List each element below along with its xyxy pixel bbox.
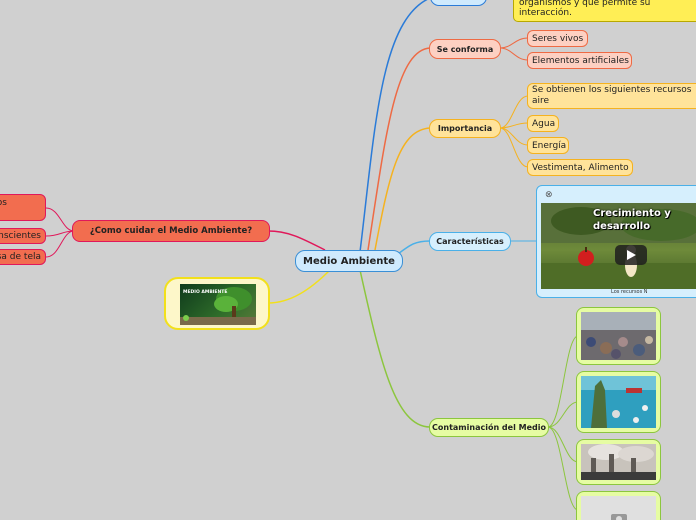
video-close-icon[interactable]: ⊗ — [545, 190, 553, 200]
leaf-agua-label: Agua — [532, 118, 556, 129]
topic-contaminacion-label: Contaminación del Medio — [432, 423, 546, 432]
leaf-care-2[interactable]: onscientes — [0, 228, 46, 244]
topic-caracteristicas-label: Características — [436, 237, 504, 246]
leaf-agua[interactable]: Agua — [527, 115, 559, 132]
leaf-seres-vivos[interactable]: Seres vivos — [527, 30, 588, 47]
leaf-care-3-label: sa de tela — [0, 252, 41, 262]
leaf-elementos-artificiales[interactable]: Elementos artificiales — [527, 52, 632, 69]
definition-line-1: organismos y que permite su — [519, 0, 651, 8]
leaf-recursos-aire-line-1: Se obtienen los siguientes recursos — [532, 85, 692, 95]
topic-como-cuidar-label: ¿Como cuidar el Medio Ambiente? — [89, 226, 253, 236]
factory-picture — [581, 444, 656, 480]
leaf-recursos-aire-line-2: aire — [532, 96, 550, 106]
image-garbage-landfill[interactable] — [576, 307, 661, 365]
leaf-care-1-label: os — [0, 198, 7, 208]
video-thumbnail[interactable]: Crecimiento y desarrollo — [541, 203, 696, 289]
leaf-vestimenta-alimento-label: Vestimenta, Alimento — [532, 162, 629, 173]
image-medio-ambiente[interactable]: MEDIO AMBIENTE — [164, 277, 270, 330]
video-title-line-1: Crecimiento y — [593, 208, 671, 219]
leaf-care-3[interactable]: sa de tela — [0, 249, 46, 265]
leaf-elementos-artificiales-label: Elementos artificiales — [532, 55, 629, 66]
camera-icon — [611, 514, 627, 520]
leaf-seres-vivos-label: Seres vivos — [532, 33, 584, 44]
topic-importancia[interactable]: Importancia — [429, 119, 501, 138]
topic-importancia-label: Importancia — [437, 124, 493, 133]
tree-picture — [180, 287, 256, 325]
central-topic[interactable]: Medio Ambiente — [295, 250, 403, 272]
topic-como-cuidar[interactable]: ¿Como cuidar el Medio Ambiente? — [72, 220, 270, 242]
landfill-picture — [581, 312, 656, 360]
leaf-vestimenta-alimento[interactable]: Vestimenta, Alimento — [527, 159, 633, 176]
video-embed[interactable]: ⊗ Crecimiento y desarrollo Los recursos … — [536, 185, 696, 298]
topic-se-conforma-label: Se conforma — [436, 44, 494, 54]
topic-contaminacion[interactable]: Contaminación del Medio — [429, 418, 549, 437]
play-button-icon[interactable] — [615, 245, 647, 265]
image-placeholder[interactable] — [576, 491, 661, 520]
video-caption: Los recursos N — [611, 289, 648, 295]
leaf-care-1[interactable]: os — [0, 194, 46, 221]
topic-se-conforma[interactable]: Se conforma — [429, 39, 501, 59]
video-title: Crecimiento y desarrollo — [593, 207, 671, 233]
leaf-recursos-aire[interactable]: Se obtienen los siguientes recursos aire — [527, 83, 696, 109]
leaf-care-2-label: onscientes — [0, 231, 41, 241]
image-factory-smoke[interactable] — [576, 439, 661, 485]
definition-text[interactable]: organismos y que permite su interacción. — [513, 0, 696, 22]
top-topic-partial[interactable] — [430, 0, 487, 6]
definition-line-2: interacción. — [519, 8, 572, 18]
ocean-pollution-picture — [581, 376, 656, 428]
central-topic-label: Medio Ambiente — [303, 255, 395, 267]
video-title-line-2: desarrollo — [593, 221, 651, 232]
image-medio-ambiente-label: MEDIO AMBIENTE — [183, 290, 228, 295]
apple-icon — [578, 250, 594, 266]
image-ocean-pollution[interactable] — [576, 371, 661, 433]
video-scene — [541, 203, 696, 289]
leaf-energia-label: Energía — [532, 140, 567, 151]
topic-caracteristicas[interactable]: Características — [429, 232, 511, 251]
leaf-energia[interactable]: Energía — [527, 137, 569, 154]
